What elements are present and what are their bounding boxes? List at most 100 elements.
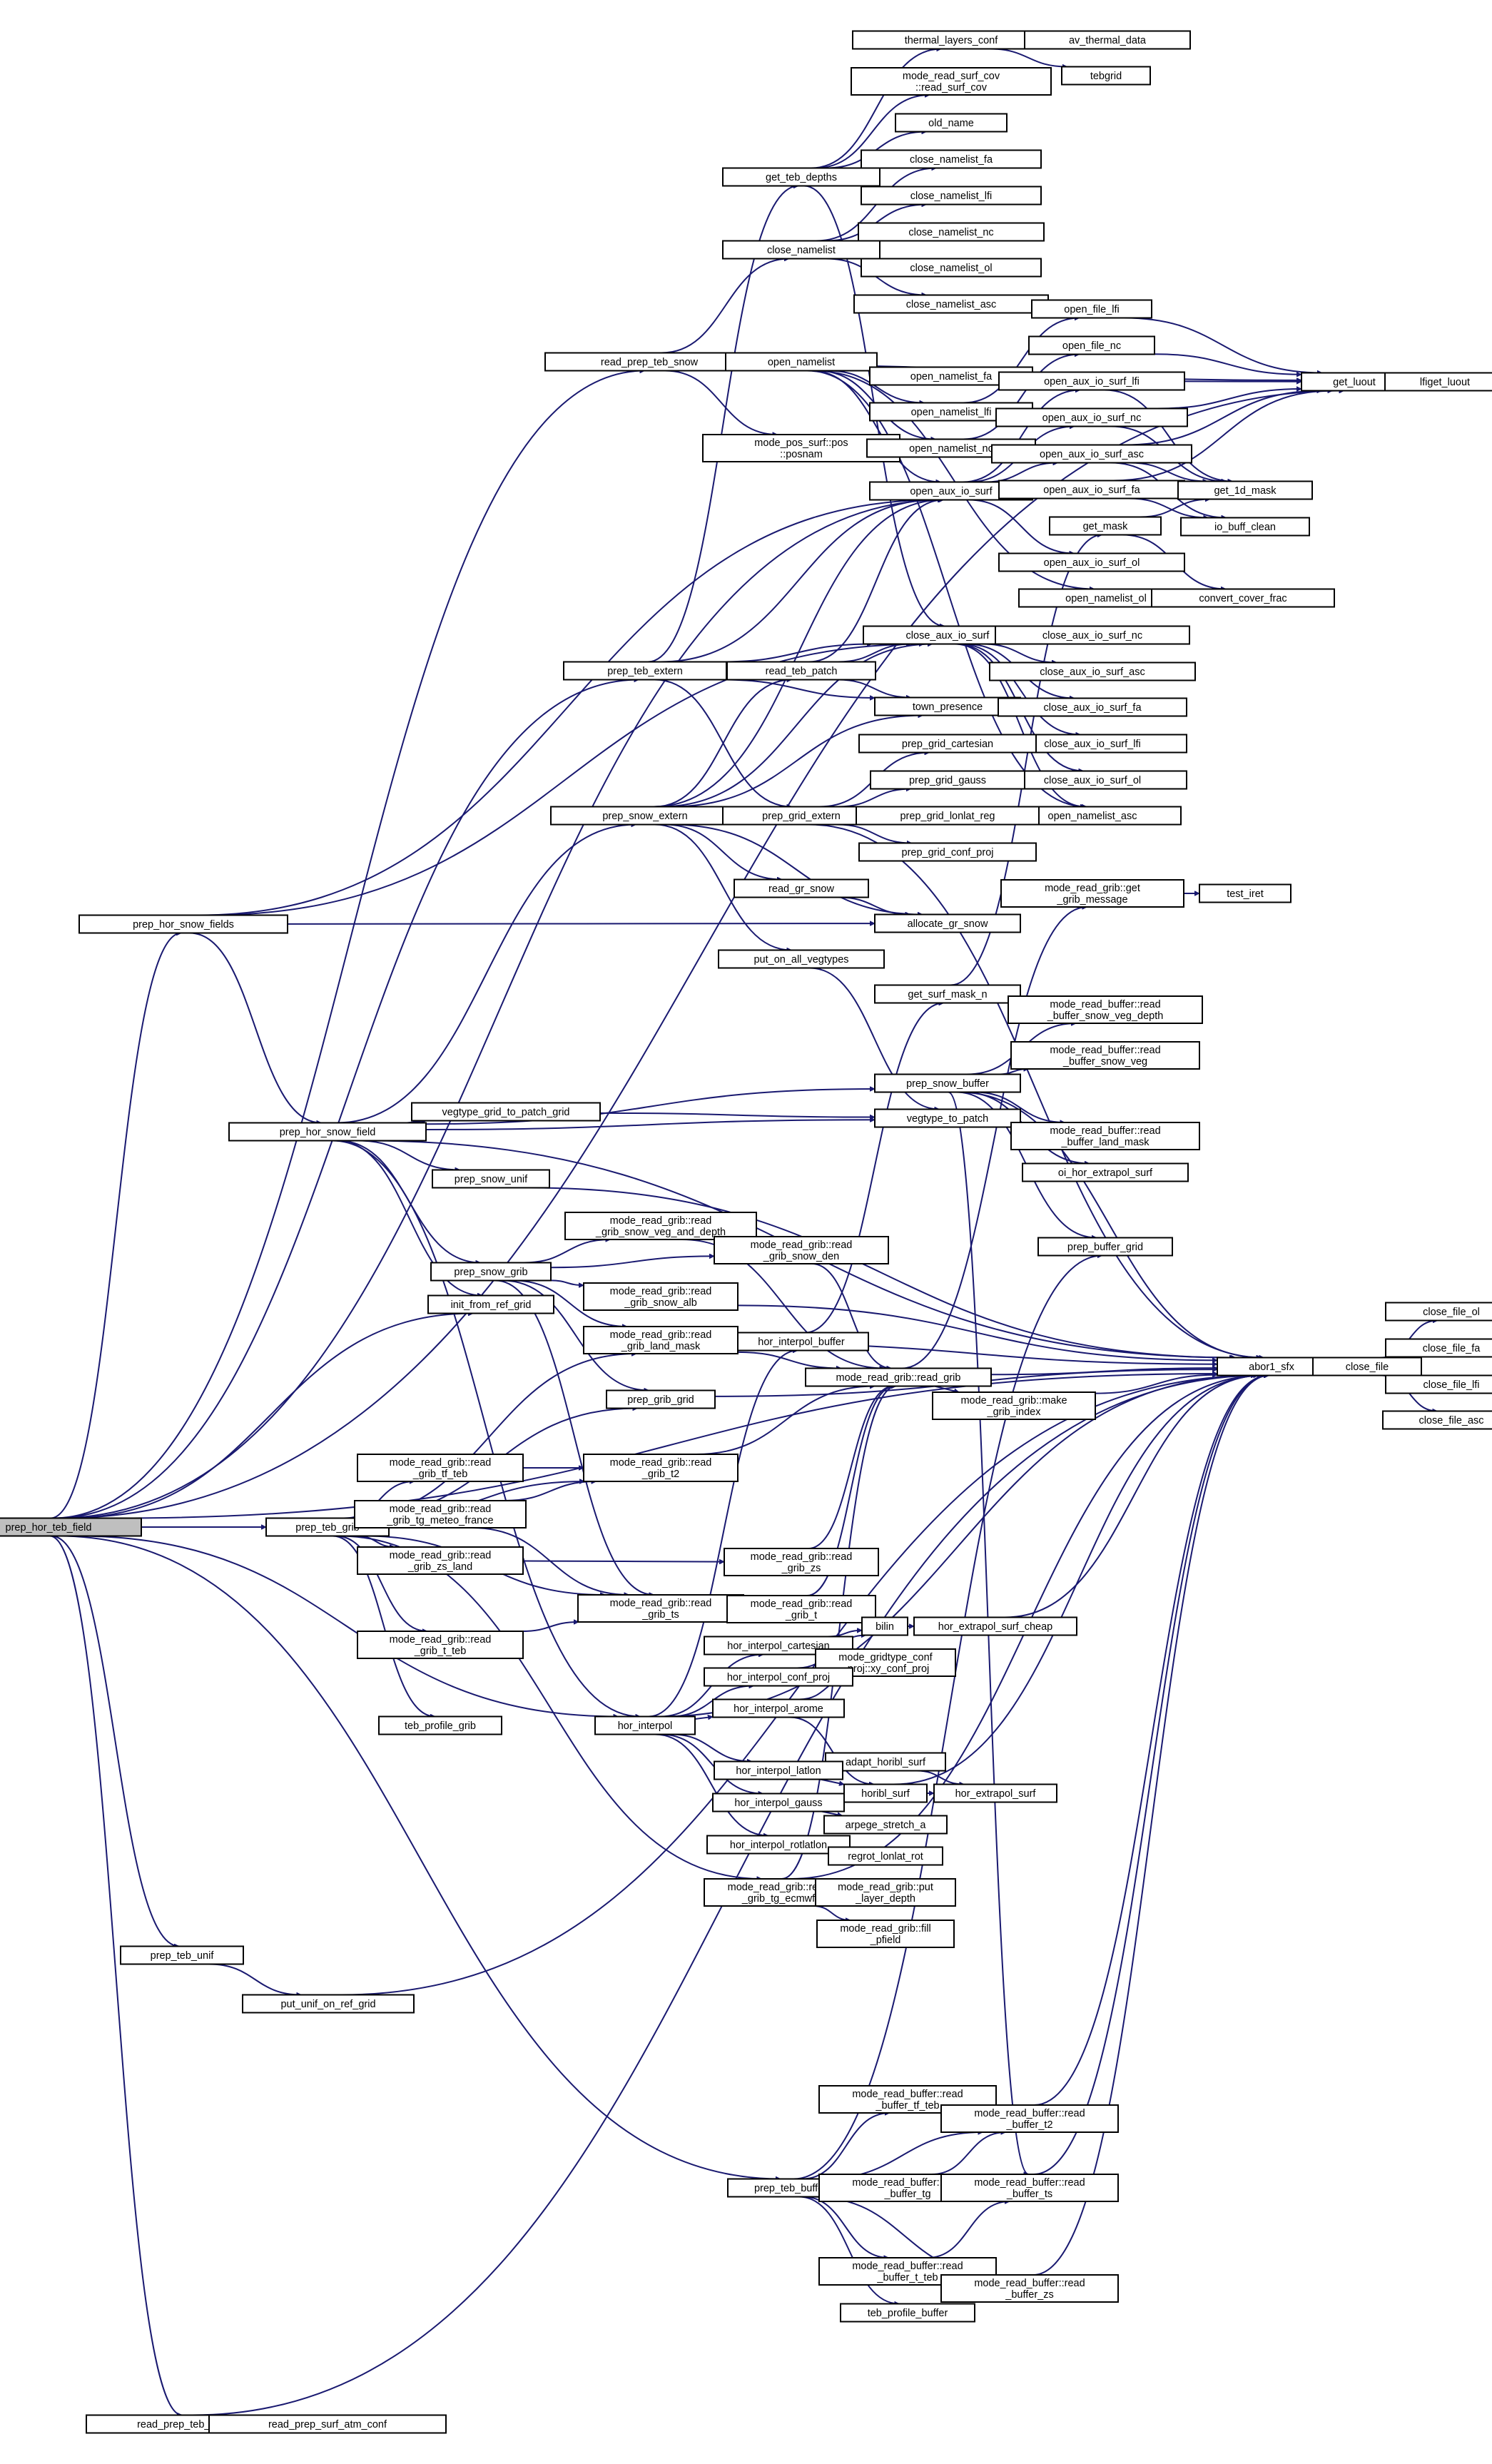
node-open-aux-io-surf-asc[interactable]: open_aux_io_surf_asc	[991, 444, 1192, 464]
node-old-name[interactable]: old_name	[895, 113, 1008, 133]
node-hor-interpol-arome[interactable]: hor_interpol_arome	[712, 1698, 845, 1718]
node-prep-teb-extern[interactable]: prep_teb_extern	[563, 661, 727, 681]
node-open-file-nc[interactable]: open_file_nc	[1028, 335, 1155, 355]
node-mrg-put-layer-depth[interactable]: mode_read_grib::put_layer_depth	[815, 1878, 956, 1907]
node-horibl-surf[interactable]: horibl_surf	[843, 1783, 928, 1803]
node-hor-interpol-gauss[interactable]: hor_interpol_gauss	[712, 1793, 845, 1812]
node-hor-interpol-rotlatlon[interactable]: hor_interpol_rotlatlon	[706, 1835, 851, 1855]
node-mrb-zs[interactable]: mode_read_buffer::read_buffer_zs	[940, 2274, 1119, 2303]
node-mrb-t2[interactable]: mode_read_buffer::read_buffer_t2	[940, 2104, 1119, 2133]
node-teb-profile-buffer[interactable]: teb_profile_buffer	[840, 2303, 975, 2323]
node-open-aux-io-surf-ol[interactable]: open_aux_io_surf_ol	[998, 552, 1185, 572]
node-close-namelist-nc[interactable]: close_namelist_nc	[858, 222, 1045, 242]
node-prep-teb-unif[interactable]: prep_teb_unif	[120, 1945, 244, 1965]
node-prep-grid-conf-proj[interactable]: prep_grid_conf_proj	[858, 842, 1037, 862]
node-prep-grid-cartesian[interactable]: prep_grid_cartesian	[858, 734, 1037, 754]
node-mrg-snow-den[interactable]: mode_read_grib::read_grib_snow_den	[714, 1236, 889, 1264]
node-tebgrid[interactable]: tebgrid	[1061, 66, 1151, 86]
node-mode-gridtype-conf-proj[interactable]: mode_gridtype_conf_proj::xy_conf_proj	[815, 1648, 956, 1677]
node-prep-hor-snow-field[interactable]: prep_hor_snow_field	[228, 1122, 427, 1142]
node-mrg-t[interactable]: mode_read_grib::read_grib_t	[726, 1595, 876, 1623]
node-prep-grid-gauss[interactable]: prep_grid_gauss	[870, 770, 1025, 790]
node-hor-interpol-buffer[interactable]: hor_interpol_buffer	[734, 1332, 869, 1352]
node-mrg-ts[interactable]: mode_read_grib::read_grib_ts	[577, 1594, 744, 1623]
node-mrb-ts[interactable]: mode_read_buffer::read_buffer_ts	[940, 2174, 1119, 2202]
node-mrg-tg-meteo-france[interactable]: mode_read_grib::read_grib_tg_meteo_franc…	[354, 1500, 527, 1528]
node-mrg-make-grib-index[interactable]: mode_read_grib::make_grib_index	[932, 1391, 1096, 1420]
node-adapt-horibl-surf[interactable]: adapt_horibl_surf	[825, 1752, 946, 1772]
node-open-namelist[interactable]: open_namelist	[725, 352, 878, 372]
node-convert-cover-frac[interactable]: convert_cover_frac	[1151, 588, 1335, 608]
node-close-file-lfi[interactable]: close_file_lfi	[1385, 1374, 1492, 1394]
node-close-file[interactable]: close_file	[1312, 1357, 1422, 1377]
node-open-aux-io-surf-lfi[interactable]: open_aux_io_surf_lfi	[998, 371, 1185, 391]
node-oi-hor-extrapol-surf[interactable]: oi_hor_extrapol_surf	[1022, 1162, 1189, 1182]
node-prep-snow-extern[interactable]: prep_snow_extern	[550, 806, 740, 826]
node-hor-interpol-conf-proj[interactable]: hor_interpol_conf_proj	[704, 1667, 853, 1687]
node-read-teb-patch[interactable]: read_teb_patch	[726, 661, 876, 681]
node-init-from-ref-grid[interactable]: init_from_ref_grid	[427, 1294, 554, 1314]
node-put-on-all-vegtypes[interactable]: put_on_all_vegtypes	[718, 949, 885, 969]
node-mrg-snow-alb[interactable]: mode_read_grib::read_grib_snow_alb	[583, 1282, 739, 1311]
node-read-prep-teb-snow[interactable]: read_prep_teb_snow	[544, 352, 754, 372]
node-close-namelist-fa[interactable]: close_namelist_fa	[861, 149, 1042, 169]
node-read-prep-surf-atm-conf[interactable]: read_prep_surf_atm_conf	[208, 2414, 447, 2434]
node-mode-read-surf-cov[interactable]: mode_read_surf_cov::read_surf_cov	[851, 67, 1052, 96]
node-allocate-gr-snow[interactable]: allocate_gr_snow	[874, 913, 1021, 933]
node-put-unif-on-ref-grid[interactable]: put_unif_on_ref_grid	[242, 1994, 415, 2014]
node-vegtype-to-patch[interactable]: vegtype_to_patch	[874, 1108, 1021, 1128]
node-mrg-get-grib-message[interactable]: mode_read_grib::get_grib_message	[1000, 879, 1184, 908]
node-prep-grib-grid[interactable]: prep_grib_grid	[606, 1389, 716, 1409]
node-hor-extrapol-surf-cheap[interactable]: hor_extrapol_surf_cheap	[913, 1616, 1077, 1636]
node-mrg-t2[interactable]: mode_read_grib::read_grib_t2	[583, 1454, 739, 1482]
node-mrg-tf-teb[interactable]: mode_read_grib::read_grib_tf_teb	[357, 1454, 524, 1482]
node-get-teb-depths[interactable]: get_teb_depths	[722, 167, 881, 187]
node-mrb-land-mask[interactable]: mode_read_buffer::read_buffer_land_mask	[1010, 1122, 1200, 1150]
node-get-1d-mask[interactable]: get_1d_mask	[1177, 480, 1313, 500]
node-close-aux-io-surf-fa[interactable]: close_aux_io_surf_fa	[998, 697, 1187, 717]
node-close-namelist-lfi[interactable]: close_namelist_lfi	[861, 186, 1042, 206]
node-bilin[interactable]: bilin	[861, 1616, 908, 1636]
node-prep-snow-unif[interactable]: prep_snow_unif	[432, 1169, 550, 1189]
node-close-aux-io-surf-ol[interactable]: close_aux_io_surf_ol	[998, 770, 1187, 790]
node-vegtype-grid-to-patch-grid[interactable]: vegtype_grid_to_patch_grid	[411, 1102, 601, 1122]
node-close-aux-io-surf-asc[interactable]: close_aux_io_surf_asc	[989, 661, 1196, 681]
node-regrot-lonlat-rot[interactable]: regrot_lonlat_rot	[828, 1846, 943, 1866]
node-mrg-read-grib[interactable]: mode_read_grib::read_grib	[805, 1367, 992, 1387]
node-open-file-lfi[interactable]: open_file_lfi	[1031, 299, 1152, 319]
node-prep-hor-snow-fields[interactable]: prep_hor_snow_fields	[78, 914, 288, 934]
node-open-aux-io-surf-nc[interactable]: open_aux_io_surf_nc	[995, 407, 1188, 427]
node-test-iret[interactable]: test_iret	[1199, 883, 1291, 903]
node-thermal-layers-conf[interactable]: thermal_layers_conf	[852, 30, 1050, 50]
node-close-file-fa[interactable]: close_file_fa	[1385, 1338, 1492, 1358]
node-av-thermal-data[interactable]: av_thermal_data	[1024, 30, 1191, 50]
node-prep-snow-grib[interactable]: prep_snow_grib	[430, 1262, 552, 1282]
node-prep-grid-extern[interactable]: prep_grid_extern	[722, 806, 881, 826]
node-mrg-fill-pfield[interactable]: mode_read_grib::fill_pfield	[816, 1920, 955, 1948]
node-arpege-stretch-a[interactable]: arpege_stretch_a	[823, 1815, 948, 1835]
node-town-presence[interactable]: town_presence	[874, 696, 1021, 716]
node-io-buff-clean[interactable]: io_buff_clean	[1180, 517, 1310, 537]
node-read-gr-snow[interactable]: read_gr_snow	[734, 878, 869, 898]
node-close-aux-io-surf-nc[interactable]: close_aux_io_surf_nc	[995, 625, 1190, 645]
node-prep-snow-buffer[interactable]: prep_snow_buffer	[874, 1073, 1021, 1093]
node-close-namelist-ol[interactable]: close_namelist_ol	[861, 258, 1042, 278]
node-hor-interpol[interactable]: hor_interpol	[594, 1715, 696, 1735]
node-mrg-snow-veg-and-depth[interactable]: mode_read_grib::read_grib_snow_veg_and_d…	[564, 1212, 757, 1240]
node-teb-profile-grib[interactable]: teb_profile_grib	[378, 1715, 502, 1735]
node-mrg-zs-land[interactable]: mode_read_grib::read_grib_zs_land	[357, 1546, 524, 1575]
node-get-surf-mask-n[interactable]: get_surf_mask_n	[874, 984, 1021, 1004]
node-mrb-snow-veg[interactable]: mode_read_buffer::read_buffer_snow_veg	[1010, 1041, 1200, 1070]
node-mrb-snow-veg-depth[interactable]: mode_read_buffer::read_buffer_snow_veg_d…	[1008, 995, 1203, 1024]
node-abor1-sfx[interactable]: abor1_sfx	[1217, 1357, 1326, 1377]
node-mrg-zs[interactable]: mode_read_grib::read_grib_zs	[724, 1548, 879, 1576]
node-mrg-t-teb[interactable]: mode_read_grib::read_grib_t_teb	[357, 1631, 524, 1659]
node-prep-grid-lonlat-reg[interactable]: prep_grid_lonlat_reg	[856, 806, 1040, 826]
node-hor-extrapol-surf[interactable]: hor_extrapol_surf	[933, 1783, 1057, 1803]
node-prep-hor-teb-field[interactable]: prep_hor_teb_field	[0, 1517, 142, 1537]
node-close-namelist-asc[interactable]: close_namelist_asc	[853, 294, 1049, 314]
node-hor-interpol-latlon[interactable]: hor_interpol_latlon	[714, 1760, 843, 1780]
node-open-aux-io-surf-fa[interactable]: open_aux_io_surf_fa	[998, 480, 1185, 500]
node-prep-buffer-grid[interactable]: prep_buffer_grid	[1037, 1237, 1173, 1257]
node-close-file-ol[interactable]: close_file_ol	[1385, 1302, 1492, 1322]
